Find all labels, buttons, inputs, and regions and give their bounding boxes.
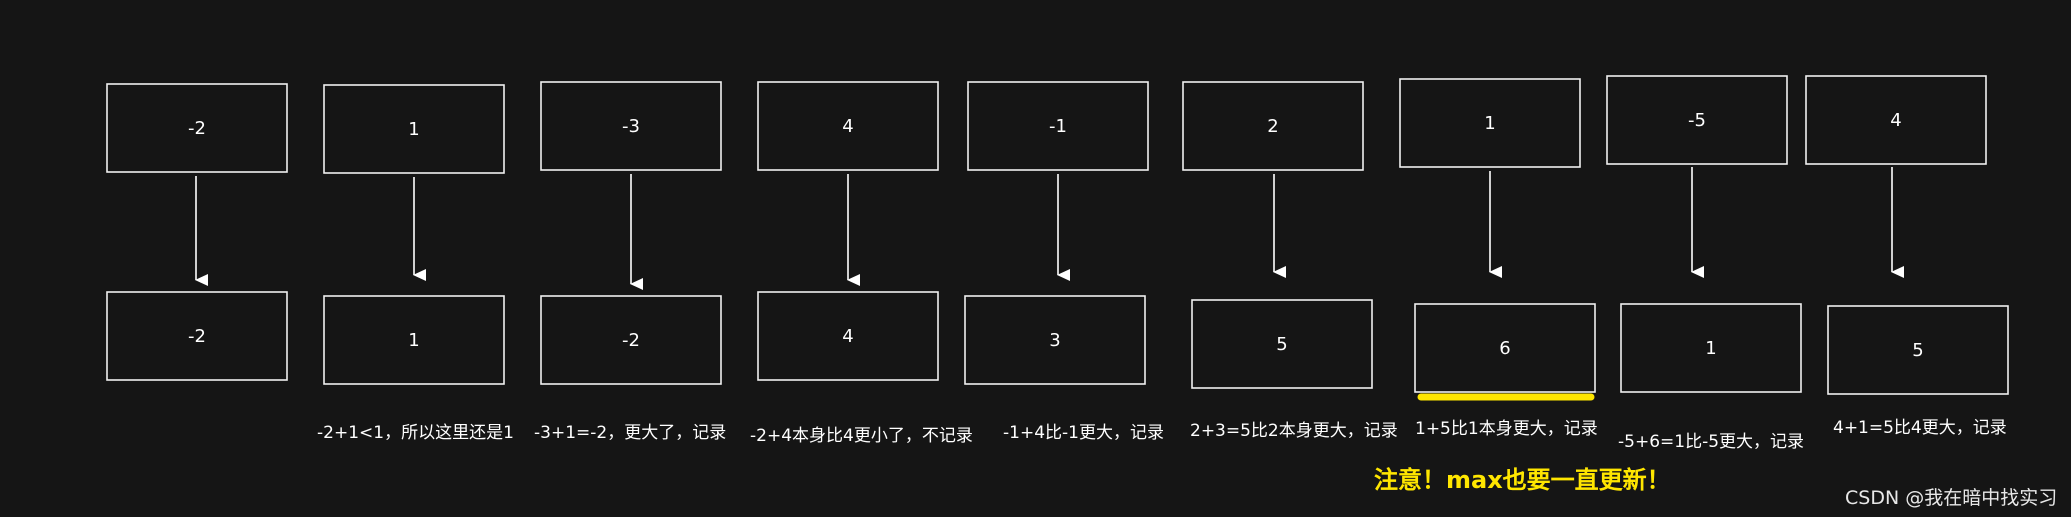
top-value: 4 <box>1890 110 1901 131</box>
top-box <box>106 83 288 173</box>
bottom-box <box>1191 299 1373 389</box>
bottom-value: -2 <box>622 330 640 351</box>
column-3: -3 -2 -3+1=-2，更大了，记录 <box>534 81 726 443</box>
top-value: 2 <box>1267 116 1278 137</box>
top-value: -3 <box>622 116 640 137</box>
bottom-value: 1 <box>408 330 419 351</box>
step-note: -2+4本身比4更小了，不记录 <box>750 426 973 446</box>
csdn-watermark: CSDN @我在暗中找实习 <box>1845 487 2057 509</box>
bottom-value: 5 <box>1276 334 1287 355</box>
top-value: -1 <box>1049 116 1067 137</box>
column-8: -5 1 -5+6=1比-5更大，记录 <box>1606 75 1804 452</box>
bottom-box <box>1620 303 1802 393</box>
column-7: 1 6 1+5比1本身更大，记录 <box>1399 78 1598 439</box>
step-note: -3+1=-2，更大了，记录 <box>534 423 726 443</box>
column-5: -1 3 -1+4比-1更大，记录 <box>964 81 1164 443</box>
bottom-value: 4 <box>842 326 853 347</box>
column-6: 2 5 2+3=5比2本身更大，记录 <box>1182 81 1398 441</box>
bottom-box <box>540 295 722 385</box>
top-value: 1 <box>408 119 419 140</box>
column-4: 4 4 -2+4本身比4更小了，不记录 <box>750 81 973 446</box>
top-box <box>1399 78 1581 168</box>
top-box <box>1606 75 1788 165</box>
bottom-box <box>757 291 939 381</box>
bottom-value: -2 <box>188 326 206 347</box>
emphasis-text: 注意！max也要一直更新！ <box>1374 466 1671 494</box>
top-box <box>967 81 1149 171</box>
bottom-box <box>964 295 1146 385</box>
top-box <box>1182 81 1364 171</box>
step-note: -2+1<1，所以这里还是1 <box>317 423 514 443</box>
top-value: -2 <box>188 118 206 139</box>
column-2: 1 1 -2+1<1，所以这里还是1 <box>317 84 514 443</box>
top-value: 1 <box>1484 113 1495 134</box>
step-note: -5+6=1比-5更大，记录 <box>1618 432 1804 452</box>
top-box <box>1805 75 1987 165</box>
top-box <box>540 81 722 171</box>
top-value: 4 <box>842 116 853 137</box>
bottom-value: 5 <box>1912 340 1923 361</box>
column-9: 4 5 4+1=5比4更大，记录 <box>1805 75 2009 438</box>
bottom-box <box>1827 305 2009 395</box>
step-note: -1+4比-1更大，记录 <box>1003 423 1164 443</box>
step-note: 2+3=5比2本身更大，记录 <box>1190 421 1398 441</box>
bottom-box <box>323 295 505 385</box>
top-value: -5 <box>1688 110 1706 131</box>
bottom-value: 6 <box>1499 338 1510 359</box>
bottom-box <box>106 291 288 381</box>
step-note: 1+5比1本身更大，记录 <box>1415 419 1598 439</box>
step-note: 4+1=5比4更大，记录 <box>1833 418 2007 438</box>
top-box <box>323 84 505 174</box>
top-box <box>757 81 939 171</box>
bottom-value: 3 <box>1049 330 1060 351</box>
column-1: -2 -2 <box>106 83 288 381</box>
bottom-value: 1 <box>1705 338 1716 359</box>
bottom-box <box>1414 303 1596 393</box>
